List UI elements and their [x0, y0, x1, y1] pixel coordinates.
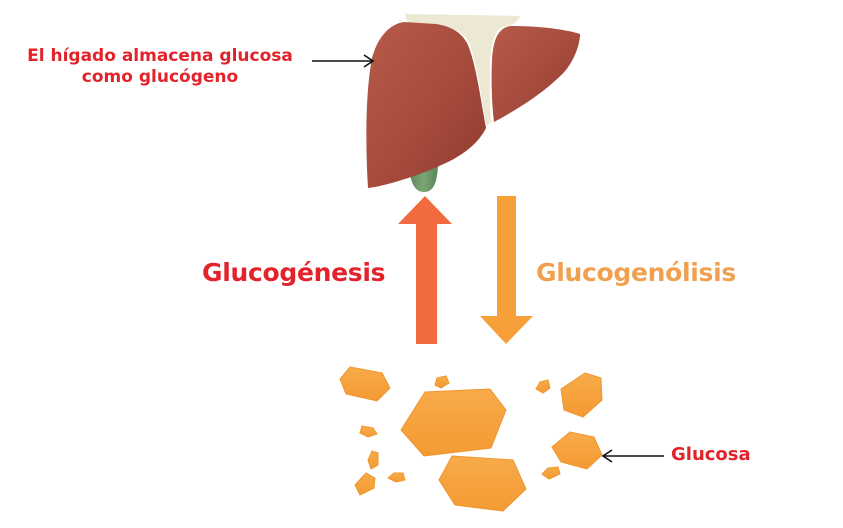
glucose-crystal-icon: [387, 472, 406, 483]
glucose-crystal-icon: [434, 375, 450, 389]
liver-icon: [366, 14, 580, 192]
liver-storage-label: El hígado almacena glucosa como glucógen…: [10, 46, 310, 88]
glucose-crystal-icon: [354, 472, 376, 496]
glucose-crystal-icon: [367, 450, 379, 470]
glucose-crystal-icon: [551, 431, 603, 470]
glucose-label: Glucosa: [671, 444, 751, 465]
ligament-shape: [405, 14, 520, 126]
glucose-crystal-icon: [560, 372, 603, 418]
glucose-crystal-icon: [400, 388, 507, 457]
liver-label-line1: El hígado almacena glucosa: [27, 46, 293, 66]
liver-left-lobe: [366, 22, 486, 188]
liver-label-line2: como glucógeno: [81, 67, 239, 87]
glucogenesis-label: Glucogénesis: [202, 258, 386, 287]
liver-right-lobe: [491, 26, 580, 122]
glucose-crystal-icon: [541, 466, 561, 480]
arrow-up-icon: [398, 196, 452, 344]
glucogenolysis-label: Glucogenólisis: [536, 258, 736, 287]
arrow-down-icon: [480, 196, 533, 344]
liver-pointer-arrow: [312, 54, 375, 68]
glucose-crystal-icon: [339, 366, 391, 402]
glucose-crystal-icon: [438, 455, 527, 512]
glucose-pointer-arrow: [601, 449, 664, 463]
glucose-crystals: [339, 366, 603, 512]
glucose-crystal-icon: [535, 379, 551, 394]
glucose-crystal-icon: [359, 425, 378, 438]
